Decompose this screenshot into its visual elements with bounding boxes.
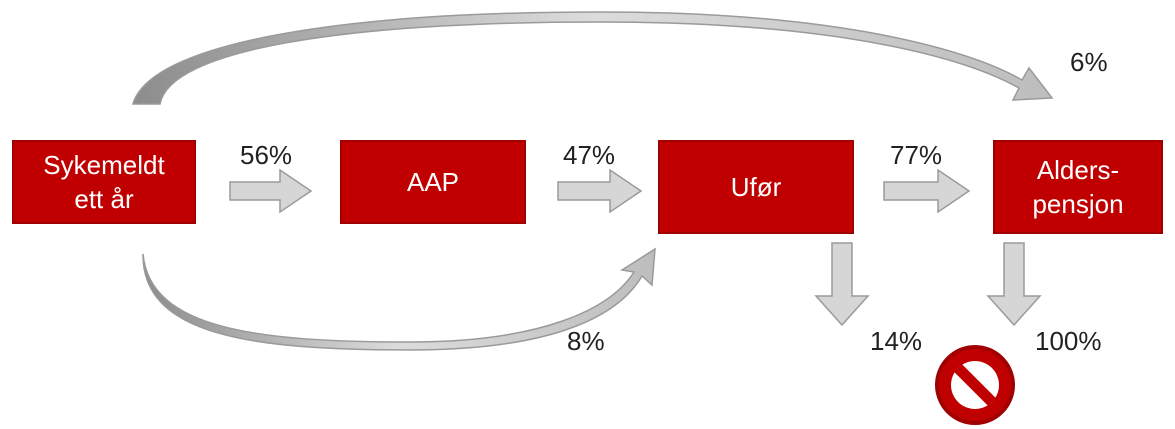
node-sykemeldt: Sykemeldt ett år xyxy=(12,140,196,224)
arrow-ufor-to-alderspensjon xyxy=(883,168,971,214)
arrow-alderspensjon-down xyxy=(986,242,1042,327)
flow-label-ufor-down: 14% xyxy=(870,326,923,356)
arrow-ufor-down xyxy=(814,242,870,327)
node-aap: AAP xyxy=(340,140,526,224)
node-alderspensjon: Alders- pensjon xyxy=(993,140,1163,234)
node-sykemeldt-line-1: Sykemeldt xyxy=(43,150,165,180)
node-alderspensjon-line-1: Alders- xyxy=(1036,155,1120,185)
prohibited-icon xyxy=(935,345,1015,425)
node-ufor-label: Ufør xyxy=(730,172,782,202)
flow-label-sykemeldt-to-alderspensjon: 6% xyxy=(1070,47,1108,77)
node-sykemeldt-line-2: ett år xyxy=(74,184,134,214)
flow-label-sykemeldt-to-aap: 56% xyxy=(240,140,293,170)
node-aap-label: AAP xyxy=(406,167,460,197)
node-ufor: Ufør xyxy=(658,140,854,234)
curved-arrow-sykemeldt-to-ufor xyxy=(142,247,656,351)
flow-label-ufor-to-alderspensjon: 77% xyxy=(890,140,943,170)
node-alderspensjon-line-2: pensjon xyxy=(1032,189,1124,219)
curved-arrow-sykemeldt-to-alderspensjon xyxy=(132,11,1054,105)
arrow-aap-to-ufor xyxy=(557,168,643,214)
flow-label-alderspensjon-down: 100% xyxy=(1035,326,1102,356)
flow-label-sykemeldt-to-ufor: 8% xyxy=(567,326,605,356)
arrow-sykemeldt-to-aap xyxy=(229,168,313,214)
flow-label-aap-to-ufor: 47% xyxy=(563,140,616,170)
